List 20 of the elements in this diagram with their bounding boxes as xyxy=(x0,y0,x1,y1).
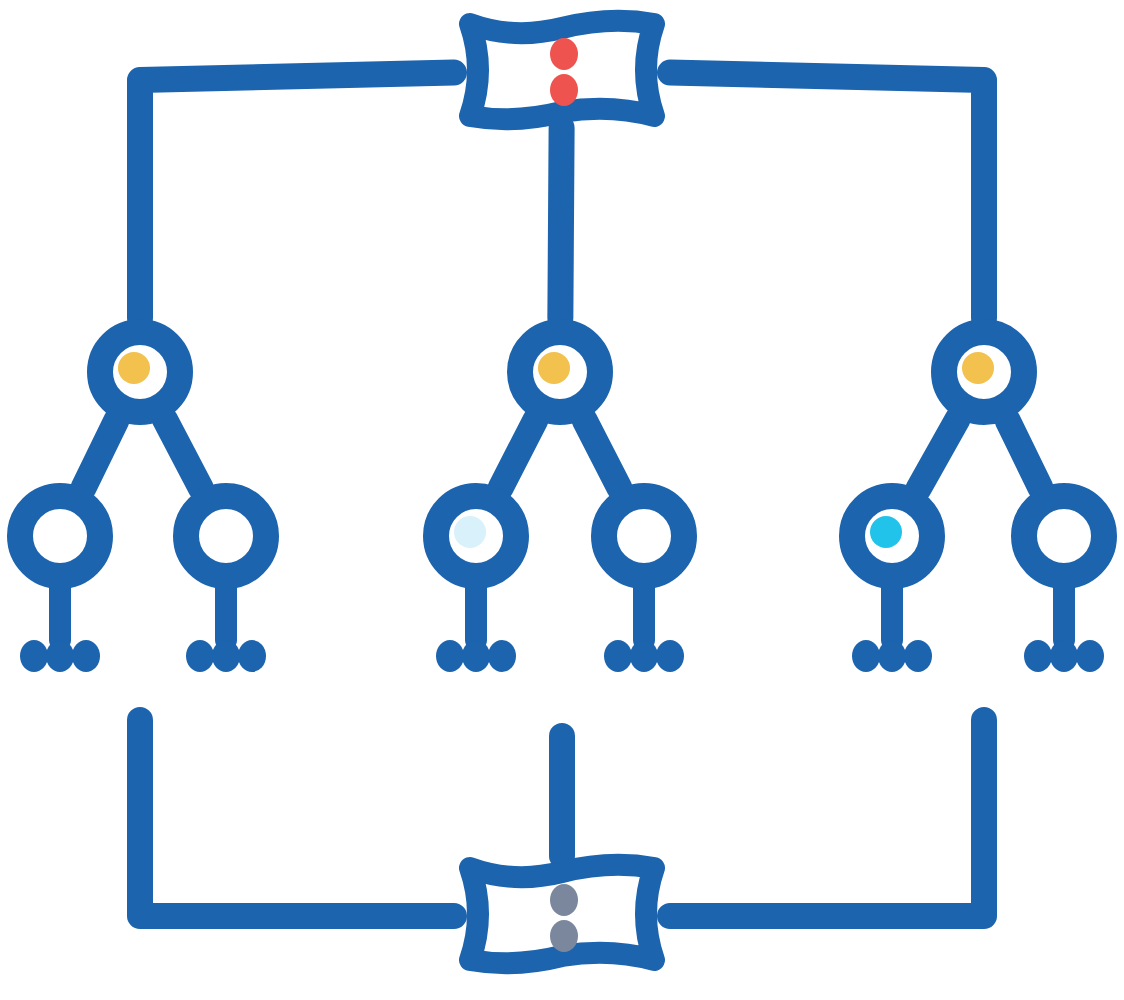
node-circle xyxy=(1010,482,1118,590)
node-circle xyxy=(172,482,280,590)
connector-line xyxy=(487,407,549,501)
node-circle xyxy=(838,482,946,590)
connector-line xyxy=(549,723,575,869)
hub-frame xyxy=(454,12,670,128)
hub-frame xyxy=(454,856,670,976)
node-circle xyxy=(506,318,614,426)
connector-line xyxy=(70,407,130,501)
node-circle xyxy=(6,482,114,590)
connector-line xyxy=(571,407,633,501)
connector-line xyxy=(905,406,971,502)
node-circle xyxy=(930,318,1038,426)
node-circle xyxy=(590,482,698,590)
connector-line xyxy=(152,406,214,502)
connector-line xyxy=(127,707,467,929)
node-circle xyxy=(86,318,194,426)
connector-line xyxy=(994,407,1054,501)
connector-line xyxy=(657,707,997,929)
node-circle xyxy=(422,482,530,590)
